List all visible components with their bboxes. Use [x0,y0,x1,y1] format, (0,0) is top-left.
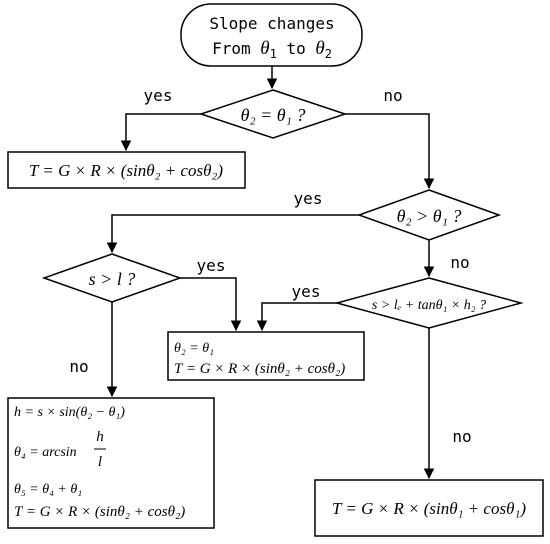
decision-2-text: θ₂ > θ₁ ? [397,206,462,226]
process-3-line3: θ₅ = θ₄ + θ₁ [14,482,82,497]
edge-d2-yes [106,214,359,254]
start-line2: From θ1 to θ2 [212,38,332,61]
edge-d1-yes [120,113,201,152]
process-arcsin-calculation: h = s × sin(θ₂ − θ₁) θ₄ = arcsin h l θ₅ … [7,397,215,529]
decision-s-greater-le-tan: s > lₑ + tanθ₁ × h₂ ? [334,277,524,329]
process-torque-theta1: T = G × R × (sinθ₁ + cosθ₁) [314,479,544,537]
process-3-fraction-numerator: h [96,429,104,445]
edge-d1-no [345,113,435,190]
label-d1-no: no [383,86,402,105]
label-d3-no: no [69,357,88,376]
process-3-line1: h = s × sin(θ₂ − θ₁) [14,405,125,420]
decision-theta2-equals-theta1: θ₂ = θ₁ ? [198,89,348,139]
label-d4-yes: yes [292,282,321,301]
edge-d3-yes [180,277,242,332]
label-d3-yes: yes [197,256,226,275]
decision-4-text: s > lₑ + tanθ₁ × h₂ ? [372,298,486,313]
decision-1-text: θ₂ = θ₁ ? [241,105,306,125]
decision-s-greater-l: s > l ? [41,253,183,303]
label-d2-no: no [450,253,469,272]
process-4-text: T = G × R × (sinθ₁ + cosθ₁) [332,499,526,518]
decision-theta2-greater-theta1: θ₂ > θ₁ ? [356,189,502,241]
label-d1-yes: yes [144,86,173,105]
process-2-line1: θ₂ = θ₁ [174,341,214,356]
process-3-fraction-denominator: l [98,454,102,470]
process-theta2-set-theta1: θ₂ = θ₁ T = G × R × (sinθ₂ + cosθ₂) [167,331,365,381]
process-3-line4: T = G × R × (sinθ₂ + cosθ₂) [14,504,185,520]
label-d2-yes: yes [294,189,323,208]
decision-3-text: s > l ? [89,269,136,289]
process-1-text: T = G × R × (sinθ₂ + cosθ₂) [29,161,223,180]
process-torque-theta2: T = G × R × (sinθ₂ + cosθ₂) [7,151,246,189]
label-d4-no: no [452,427,471,446]
process-2-line2: T = G × R × (sinθ₂ + cosθ₂) [174,361,345,377]
process-3-line2: θ₄ = arcsin [14,445,77,460]
edge-d4-yes [256,302,337,332]
start-node: Slope changes From θ1 to θ2 [180,3,363,67]
start-line1: Slope changes [209,14,334,33]
